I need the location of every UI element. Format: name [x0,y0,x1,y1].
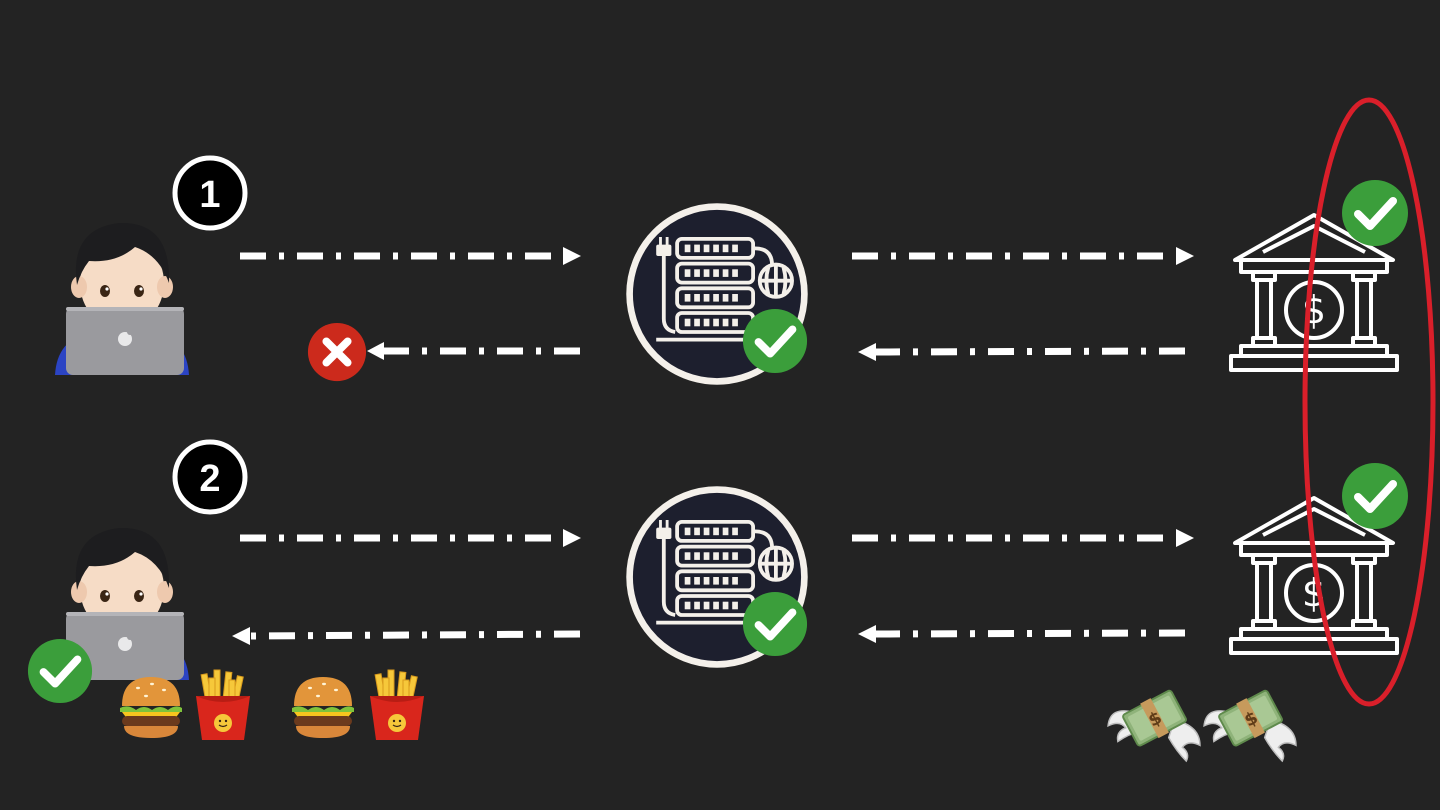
fries-icon-2 [369,669,425,741]
step-1-request-arrow-client-to-server [240,247,581,265]
step-2-badge: 2 [172,439,248,515]
client-2-check-icon [28,639,92,703]
bank-1-check-icon [1342,180,1408,246]
failure-x-icon [308,323,366,381]
step-2-request-arrow-client-to-server [240,529,581,547]
money-with-wings-icon-1 [1107,687,1201,763]
user-with-laptop-icon-1 [53,221,191,375]
server-1-check-icon [743,309,807,373]
step-1-response-arrow-bank-to-server [858,343,1186,361]
fries-icon-1 [195,669,251,741]
step-1-badge: 1 [172,155,248,231]
step-2-number: 2 [199,458,220,500]
server-2-check-icon [743,592,807,656]
step-1-response-arrow-server-to-client [367,342,580,360]
burger-icon-1 [120,677,182,738]
step-2-request-arrow-server-to-bank [852,529,1194,547]
step-2-response-arrow-server-to-client [232,627,581,645]
bank-2-check-icon [1342,463,1408,529]
step-1-number: 1 [199,174,220,216]
money-with-wings-icon-2 [1203,687,1297,763]
bank-column-highlight-ellipse [1302,97,1436,707]
burger-icon-2 [292,677,354,738]
step-1-request-arrow-server-to-bank [852,247,1194,265]
step-2-response-arrow-bank-to-server [858,625,1186,643]
